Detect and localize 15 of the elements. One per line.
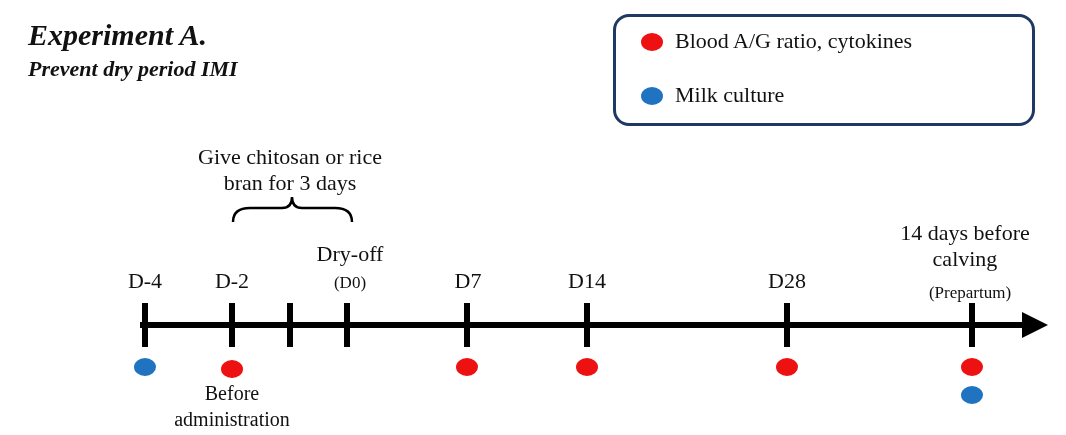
day-label: D-4 xyxy=(126,268,164,294)
time-note: (Prepartum) xyxy=(927,282,1013,304)
legend-text: Milk culture xyxy=(675,82,785,108)
subtitle: Prevent dry period IMI xyxy=(28,56,239,82)
sample-note: Before administration xyxy=(173,381,291,432)
day-label: D-2 xyxy=(213,268,251,294)
day-label: D28 xyxy=(767,268,807,294)
title: Experiment A. xyxy=(28,18,207,52)
legend-text: Blood A/G ratio, cytokines xyxy=(675,28,913,54)
day-label: D7 xyxy=(453,268,483,294)
day-label: D14 xyxy=(567,268,607,294)
day-label: (D0) xyxy=(332,272,368,294)
period-note: Give chitosan or rice bran for 3 days xyxy=(197,144,383,196)
time-label: 14 days before calving xyxy=(899,220,1031,272)
day-label: Dry-off xyxy=(315,241,385,267)
